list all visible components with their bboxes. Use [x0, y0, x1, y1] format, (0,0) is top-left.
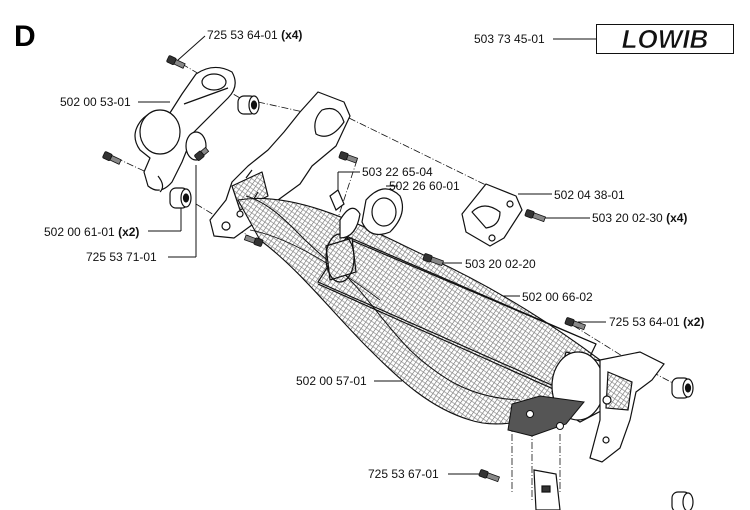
callout-c3: 502 00 53-01: [60, 95, 131, 109]
callout-c14: 725 53 67-01: [368, 467, 439, 481]
callout-c8: 502 00 61-01 (x2): [44, 225, 140, 239]
section-letter: D: [14, 20, 36, 53]
callout-c6: 502 04 38-01: [554, 188, 625, 202]
logo-text: LOWIB: [622, 24, 709, 54]
callout-c2: 503 73 45-01: [474, 32, 545, 46]
callout-c5: 502 26 60-01: [389, 179, 460, 193]
callout-c11: 502 00 66-02: [522, 290, 593, 304]
callout-c7: 503 20 02-30 (x4): [592, 211, 688, 225]
callout-c9: 725 53 71-01: [86, 250, 157, 264]
callout-c4: 503 22 65-04: [362, 165, 433, 179]
brand-logo: LOWIB: [596, 24, 734, 54]
callout-c10: 503 20 02-20: [465, 257, 536, 271]
callout-c13: 502 00 57-01: [296, 374, 367, 388]
callout-c1: 725 53 64-01 (x4): [207, 28, 303, 42]
callout-c12: 725 53 64-01 (x2): [609, 315, 705, 329]
